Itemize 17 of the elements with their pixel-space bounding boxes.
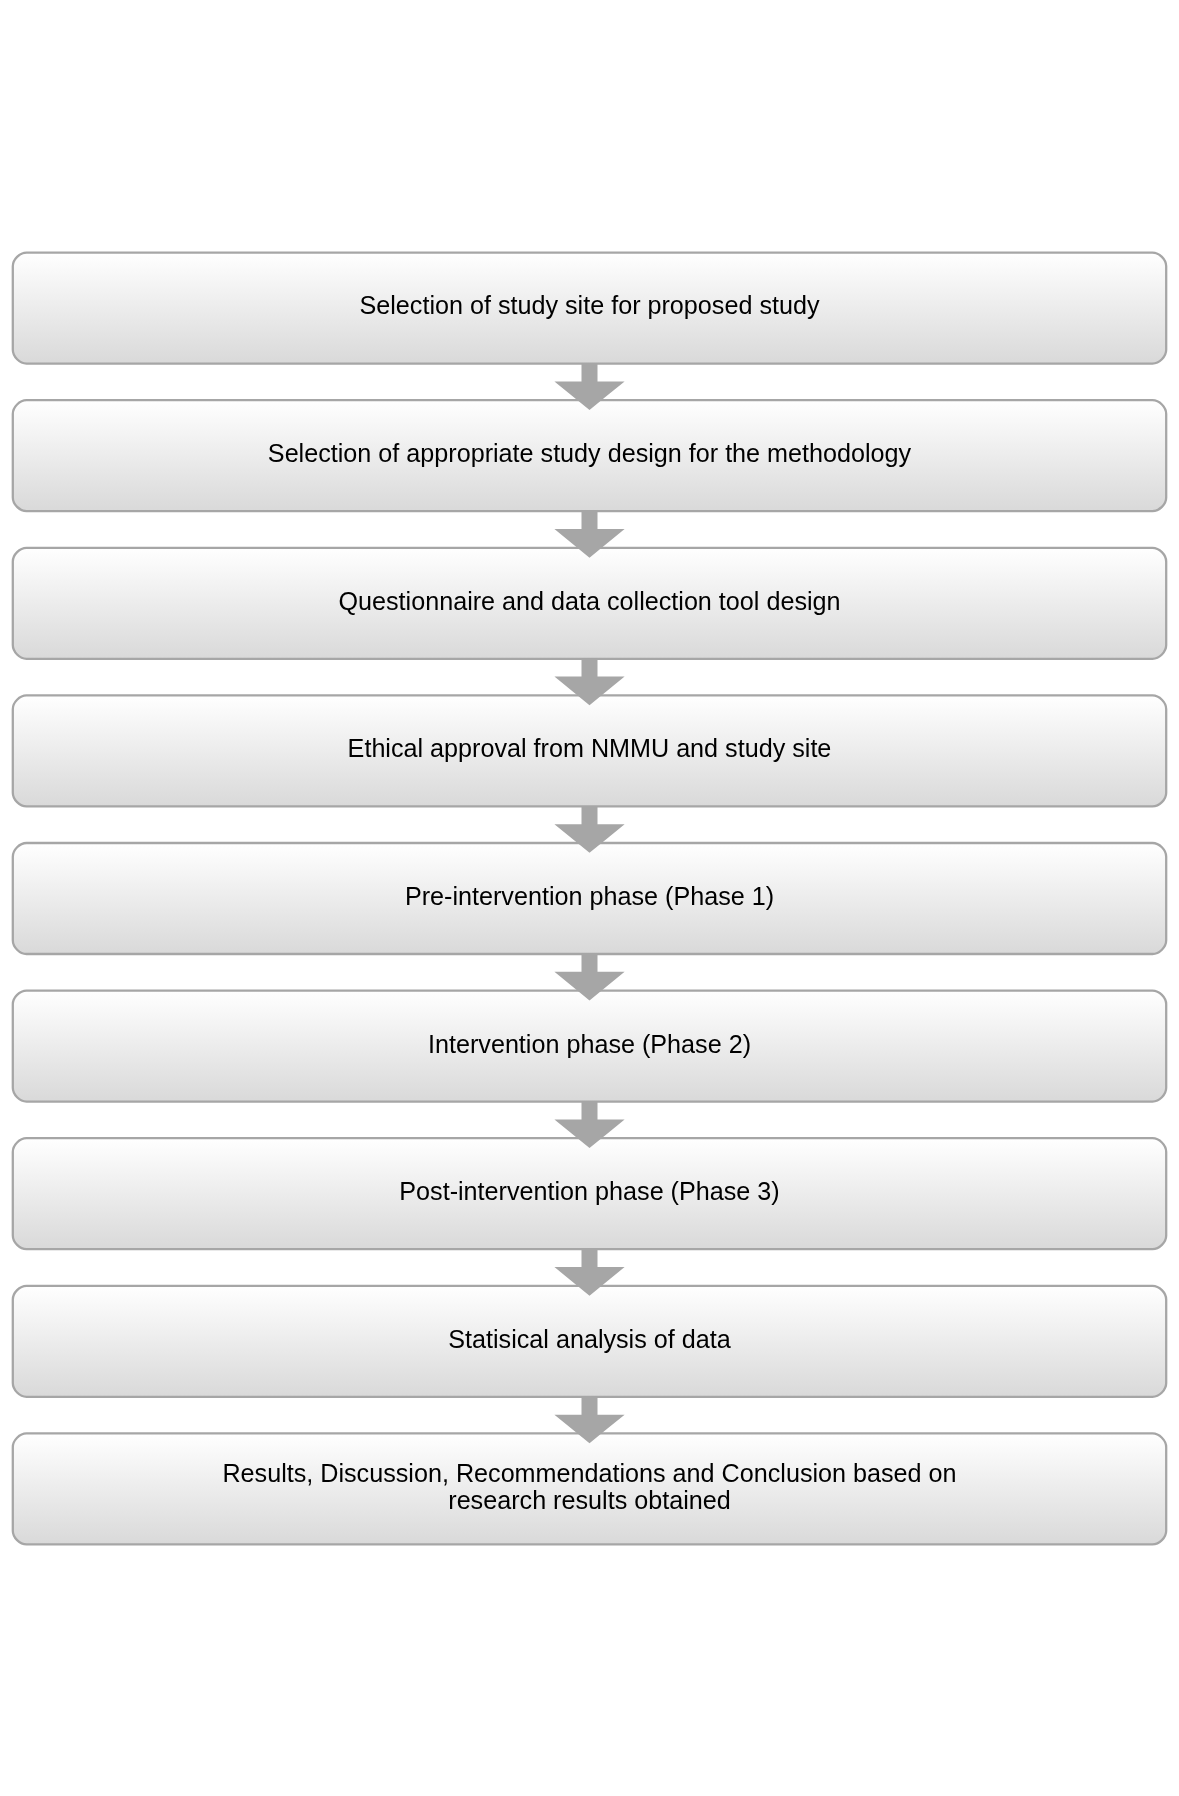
node-box: Selection of study site for proposed study — [11, 250, 1168, 365]
arrow — [554, 1396, 625, 1443]
arrow — [554, 953, 625, 1000]
arrow — [554, 806, 625, 853]
arrow — [554, 1248, 625, 1296]
node-box: Selection of appropriate study design for the methodology — [11, 398, 1168, 512]
node-box: Results, Discussion, Recommendations and Conclusion based on research results obtained — [11, 1431, 1168, 1546]
arrow — [554, 658, 625, 705]
arrow — [554, 1101, 625, 1148]
node-box: Questionnaire and data collection tool design — [11, 546, 1168, 660]
node-box: Post-intervention phase (Phase 3) — [11, 1136, 1168, 1250]
node-box: Ethical approval from NMMU and study site — [11, 693, 1168, 808]
node-box: Statisical analysis of data — [11, 1284, 1168, 1398]
arrow — [554, 363, 625, 410]
node-box: Pre-intervention phase (Phase 1) — [11, 841, 1168, 955]
arrow — [554, 510, 625, 558]
node-box: Intervention phase (Phase 2) — [11, 988, 1168, 1103]
